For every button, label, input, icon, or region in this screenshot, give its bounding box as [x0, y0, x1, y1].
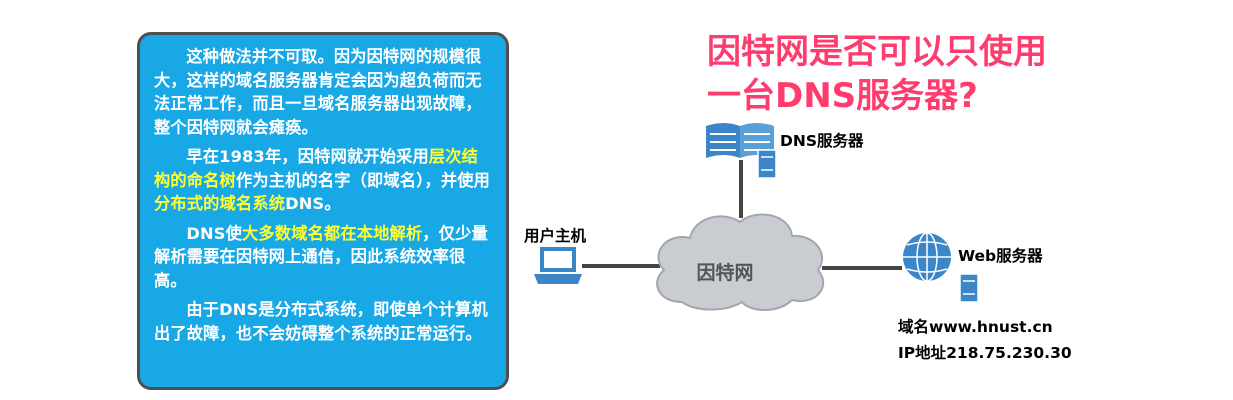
highlight-distributed-dns: 分布式的域名系统 [154, 194, 286, 213]
paragraph-4: 由于DNS是分布式系统，即使单个计算机出了故障，也不会妨碍整个系统的正常运行。 [154, 300, 488, 343]
title-line-2: 一台DNS服务器? [707, 76, 978, 116]
para3-text-a: DNS使 [186, 223, 243, 243]
dns-server-tower-icon [757, 149, 777, 179]
para2-text-a: 早在1983年，因特网就开始采用 [186, 147, 429, 166]
domain-name-text: 域名www.hnust.cn [898, 318, 1053, 336]
paragraph-3: DNS使大多数域名都在本地解析，仅少量解析需要在因特网上通信，因此系统效率很高。 [154, 222, 494, 293]
para2-text-c: DNS。 [285, 194, 341, 213]
para3-text-b: ，仅少量解析需要在因特网上通信，因此系统效率很高。 [154, 223, 488, 290]
internet-cloud-label: 因特网 [696, 262, 754, 284]
highlight-naming-tree: 层次结构的命名树 [154, 147, 479, 190]
web-server-label: Web服务器 [958, 247, 1043, 265]
para2-text-b: 作为主机的名字（即域名），并使用 [235, 170, 491, 190]
paragraph-1: 这种做法并不可取。因为因特网的规模很大，这样的域名服务器肯定会因为超负荷而无法正… [154, 47, 482, 137]
highlight-local-resolution: 大多数域名都在本地解析 [242, 223, 423, 243]
laptop-icon [534, 247, 582, 284]
slide-title: 因特网是否可以只使用 一台DNS服务器? [707, 30, 1127, 118]
dns-server-label: DNS服务器 [780, 132, 864, 150]
info-panel: 这种做法并不可取。因为因特网的规模很大，这样的域名服务器肯定会因为超负荷而无法正… [137, 32, 509, 390]
web-server-tower-icon [959, 273, 979, 303]
globe-icon [903, 232, 951, 282]
internet-cloud-icon [656, 213, 825, 311]
user-host-label: 用户主机 [524, 227, 587, 245]
title-line-1: 因特网是否可以只使用 [707, 32, 1047, 72]
paragraph-2: 早在1983年，因特网就开始采用层次结构的命名树作为主机的名字（即域名），并使用… [154, 145, 494, 216]
ip-address-text: IP地址218.75.230.30 [898, 344, 1072, 362]
